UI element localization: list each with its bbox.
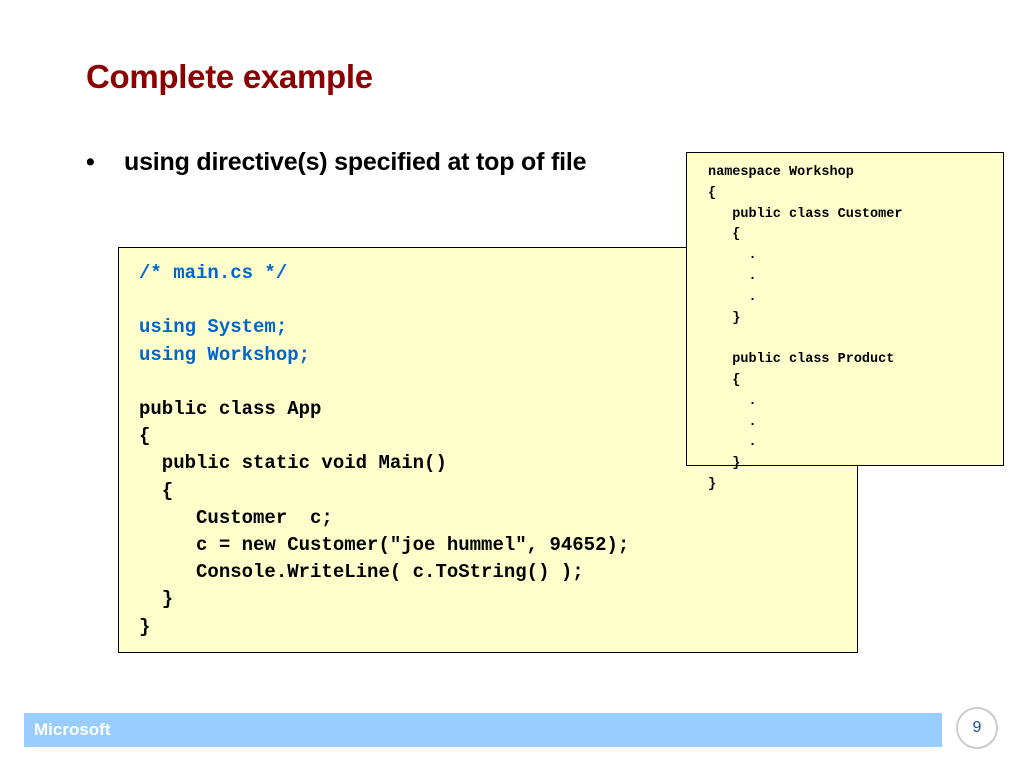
ns-code-line: . [708,289,757,305]
namespace-code-block: namespace Workshop { public class Custom… [686,152,1004,492]
ns-code-line: { [708,227,741,243]
footer-brand: Microsoft [34,720,111,739]
ns-code-line: . [708,435,757,451]
ns-code-line: { [708,372,741,388]
ns-code-line: . [708,414,757,430]
ns-code-line: . [708,268,757,284]
ns-code-line: } [708,310,741,326]
ns-code-line: namespace Workshop [708,165,854,180]
code-line: Customer c; [139,506,333,529]
page-number: 9 [972,719,982,736]
ns-code-line: . [708,393,757,409]
ns-code-line: public class Product [708,352,895,368]
ns-code-line [708,329,1003,350]
code-line: Console.WriteLine( c.ToString() ); [139,561,584,584]
ns-code-line: } [708,476,717,492]
ns-code-line: { [708,185,717,201]
code-comment: /* main.cs */ [139,262,288,284]
page-number-badge: 9 [956,707,998,749]
bullet-text: using directive(s) specified at top of f… [124,148,587,176]
code-line: } [139,615,151,638]
code-line: c = new Customer("joe hummel", 94652); [139,534,630,556]
code-line: public class App [139,397,322,420]
code-using-workshop: using Workshop; [139,343,311,366]
code-line: } [139,588,174,611]
code-line: { [139,479,174,502]
footer-bar: Microsoft [24,713,942,747]
code-using-system: using System; [139,316,288,339]
code-line: { [139,425,151,448]
ns-code-line: public class Customer [708,206,903,222]
code-line: public static void Main() [139,452,447,475]
slide-title: Complete example [86,58,373,95]
bullet-dot-icon: • [86,148,95,176]
ns-code-line: } [708,456,741,472]
ns-code-line: . [708,248,757,264]
